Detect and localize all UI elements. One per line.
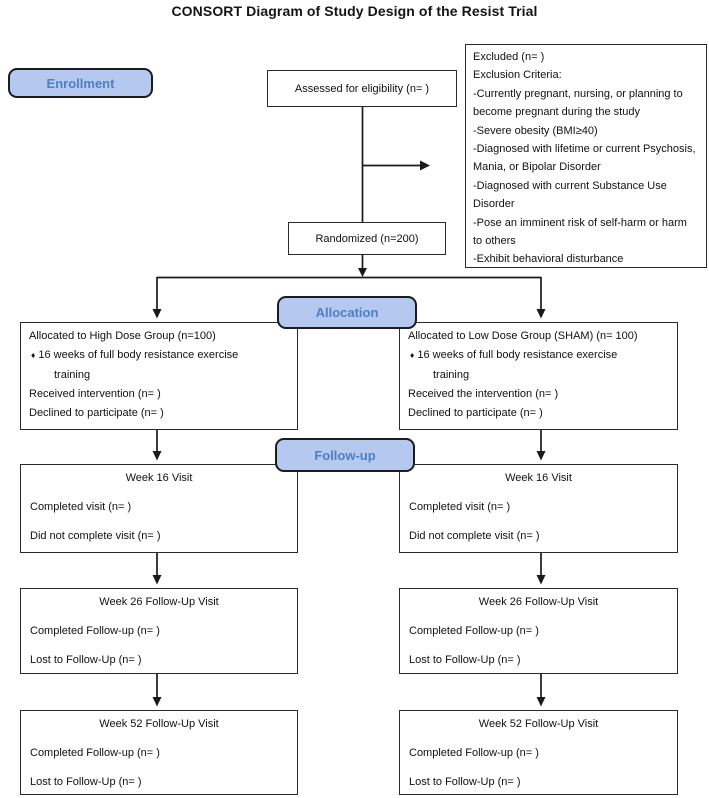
- week16-title: Week 16 Visit: [505, 472, 572, 484]
- week52-line: Completed Follow-up (n= ): [409, 747, 539, 759]
- week26-line: Completed Follow-up (n= ): [30, 625, 160, 637]
- arrow-week26-week52-right-head: [536, 697, 546, 707]
- week52-line: Lost to Follow-Up (n= ): [409, 776, 521, 788]
- arrow-randomized-to-branch: [358, 254, 367, 277]
- allocation-line: Declined to participate (n= ): [408, 407, 543, 420]
- arrow-week16-week26-left-head: [152, 575, 162, 585]
- excluded-line: -Pose an imminent risk of self-harm or h…: [473, 216, 687, 248]
- allocation-bullet-text: 16 weeks of full body resistance exercis…: [417, 349, 618, 362]
- excluded-line: -Currently pregnant, nursing, or plannin…: [473, 87, 683, 119]
- week26-line: Completed Follow-up (n= ): [409, 625, 539, 637]
- branch-left-arrowhead: [152, 309, 162, 319]
- week16-box-left: Week 16 Visit Completed visit (n= ) Did …: [20, 464, 298, 553]
- diagram-title: CONSORT Diagram of Study Design of the R…: [171, 3, 538, 19]
- excluded-line: -Diagnosed with lifetime or current Psyc…: [473, 143, 696, 174]
- assessed-text: Assessed for eligibility (n= ): [294, 82, 430, 95]
- week26-line: Lost to Follow-Up (n= ): [30, 654, 142, 666]
- excluded-line: -Diagnosed with current Substance Use Di…: [473, 179, 667, 211]
- week16-title: Week 16 Visit: [125, 472, 193, 484]
- stage-label-allocation: Allocation: [277, 296, 417, 329]
- excluded-line: -Exhibit behavioral disturbance: [473, 253, 624, 266]
- arrow-week16-to-week26-left: [152, 553, 162, 585]
- diamond-bullet-icon: ♦: [410, 350, 415, 361]
- week16-line: Did not complete visit (n= ): [30, 530, 161, 542]
- allocation-box-low-dose: Allocated to Low Dose Group (SHAM) (n= 1…: [399, 322, 678, 430]
- excluded-line: -Severe obesity (BMI≥40): [473, 124, 598, 137]
- arrow-alloc-week16-right-head: [536, 451, 546, 461]
- week16-line: Did not complete visit (n= ): [409, 530, 540, 542]
- arrow-excluded-head: [420, 160, 430, 171]
- diamond-bullet-icon: ♦: [31, 350, 36, 361]
- allocation-line: Declined to participate (n= ): [29, 407, 164, 420]
- arrow-alloc-to-week16-left: [152, 430, 162, 461]
- arrow-week26-to-week52-right: [536, 674, 546, 707]
- arrow-alloc-to-week16-right: [536, 430, 546, 461]
- branch-line: [152, 276, 546, 319]
- stage-label-followup: Follow-up: [275, 438, 415, 472]
- allocation-bullet-continuation: training: [54, 368, 91, 381]
- week26-line: Lost to Follow-Up (n= ): [409, 654, 521, 666]
- week26-box-right: Week 26 Follow-Up Visit Completed Follow…: [399, 588, 678, 674]
- week26-box-left: Week 26 Follow-Up Visit Completed Follow…: [20, 588, 298, 674]
- excluded-line: Exclusion Criteria:: [473, 69, 562, 82]
- randomized-box: Randomized (n=200): [288, 222, 446, 255]
- allocation-bullet-continuation: training: [433, 368, 470, 381]
- stage-label-enrollment: Enrollment: [8, 68, 153, 98]
- week26-title: Week 26 Follow-Up Visit: [478, 596, 599, 608]
- week52-line: Completed Follow-up (n= ): [30, 747, 160, 759]
- week26-title: Week 26 Follow-Up Visit: [99, 596, 219, 608]
- week52-title: Week 52 Follow-Up Visit: [478, 718, 599, 730]
- week52-line: Lost to Follow-Up (n= ): [30, 776, 142, 788]
- randomized-text: Randomized (n=200): [315, 232, 419, 245]
- excluded-box: Excluded (n= ) Exclusion Criteria: -Curr…: [465, 44, 707, 268]
- allocation-title: Allocated to Low Dose Group (SHAM) (n= 1…: [408, 330, 638, 342]
- allocation-bullet-line: ♦16 weeks of full body resistance exerci…: [408, 346, 669, 365]
- allocation-box-high-dose: Allocated to High Dose Group (n=100) ♦16…: [20, 322, 298, 430]
- arrow-week16-week26-right-head: [536, 575, 546, 585]
- allocation-bullet-line: ♦16 weeks of full body resistance exerci…: [29, 346, 289, 365]
- allocation-line: Received the intervention (n= ): [408, 387, 559, 400]
- arrow-week26-to-week52-left: [152, 674, 162, 707]
- allocation-title: Allocated to High Dose Group (n=100): [29, 330, 216, 342]
- allocation-bullet-text: 16 weeks of full body resistance exercis…: [38, 349, 239, 362]
- arrow-week26-week52-left-head: [152, 697, 162, 707]
- week16-line: Completed visit (n= ): [30, 501, 132, 513]
- arrow-week16-to-week26-right: [536, 553, 546, 585]
- allocation-line: Received intervention (n= ): [29, 387, 161, 400]
- week52-title: Week 52 Follow-Up Visit: [99, 718, 219, 730]
- week52-box-left: Week 52 Follow-Up Visit Completed Follow…: [20, 710, 298, 795]
- week16-box-right: Week 16 Visit Completed visit (n= ) Did …: [399, 464, 678, 553]
- arrow-randomized-head: [358, 268, 367, 277]
- arrow-alloc-week16-left-head: [152, 451, 162, 461]
- branch-right-arrowhead: [536, 309, 546, 319]
- arrow-assessed-to-excluded: [362, 160, 430, 171]
- excluded-line: Excluded (n= ): [473, 51, 545, 63]
- week16-line: Completed visit (n= ): [409, 501, 511, 513]
- week52-box-right: Week 52 Follow-Up Visit Completed Follow…: [399, 710, 678, 795]
